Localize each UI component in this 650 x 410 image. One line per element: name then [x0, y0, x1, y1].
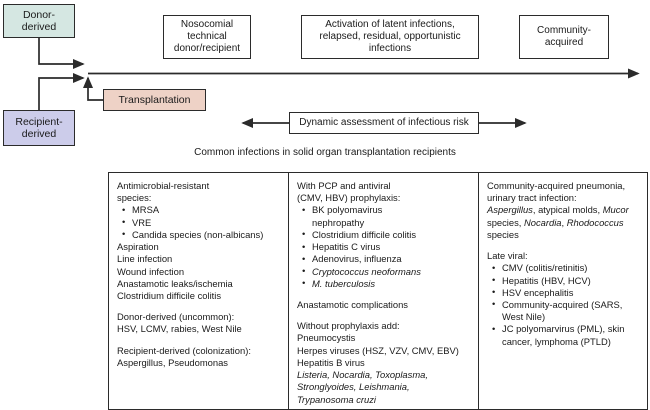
col2-bullet-hepatitis-c: Hepatitis C virus: [297, 241, 472, 253]
donor-derived-label-line2: derived: [21, 21, 57, 33]
col2-bullet-cdiff-colitis: Clostridium difficile colitis: [297, 228, 472, 241]
dynamic-assessment-label: Dynamic assessment of infectious risk: [299, 117, 469, 129]
col3-atypical-molds: , atypical molds,: [532, 204, 603, 216]
col1-heading-line2: species:: [117, 192, 152, 204]
col2-spacer-1: [297, 290, 472, 299]
col3-organisms-line1: Aspergillus, atypical molds, Mucor: [487, 204, 640, 216]
col2-parasites-line2: Stronglyoides, Leishmania,: [297, 381, 410, 393]
col2-parasites-line1: Listeria, Nocardia, Toxoplasma,: [297, 369, 428, 381]
col2-bullet-bk-polyomavirus: BK polyomavirus: [297, 204, 472, 216]
nosocomial-line2: technical: [187, 31, 227, 43]
col1-donor-derived-heading: Donor-derived (uncommon):: [117, 311, 235, 323]
recipient-derived-box[interactable]: Recipient- derived: [3, 110, 75, 146]
col1-recipient-derived-values: Aspergillus, Pseudomonas: [117, 356, 228, 368]
col2-bullet-cryptococcus: Cryptococcus neoformans: [297, 265, 472, 278]
col3-bullet-community-acquired: Community-acquired (SARS,: [487, 298, 640, 311]
col2-anastamotic-complications: Anastamotic complications: [297, 298, 408, 310]
col2-bullet-m-tuberculosis: M. tuberculosis: [297, 277, 472, 290]
activation-phase-box[interactable]: Activation of latent infections, relapse…: [301, 15, 479, 59]
nosocomial-line3: donor/recipient: [173, 42, 241, 54]
col1-item-line-infection: Line infection: [117, 253, 173, 265]
col1-item-wound-infection: Wound infection: [117, 265, 185, 277]
col3-heading-line1: Community-acquired pneumonia,: [487, 180, 626, 191]
col1-spacer-2: [117, 336, 282, 345]
community-acquired-phase-box[interactable]: Community- acquired: [519, 15, 609, 59]
activation-line2: relapsed, residual, opportunistic: [319, 31, 461, 43]
col2-heading-line1: With PCP and antiviral: [297, 180, 391, 191]
col1-spacer-1: [117, 302, 282, 311]
table-caption: Common infections in solid organ transpl…: [194, 147, 456, 158]
col2-item-herpes-viruses: Herpes viruses (HSZ, VZV, CMV, EBV): [297, 344, 459, 356]
col3-bullet-hepatitis: Hepatitis (HBV, HCV): [487, 274, 640, 287]
recipient-derived-label-line2: derived: [21, 128, 57, 140]
nosocomial-line1: Nosocomial: [180, 19, 234, 31]
col3-late-viral-heading: Late viral:: [487, 250, 528, 262]
activation-line1: Activation of latent infections,: [325, 19, 455, 31]
table-column-early-period: Antimicrobial-resistant species: MRSA VR…: [109, 173, 289, 409]
col3-organisms-line2: species, Nocardia, Rhodococcus: [487, 217, 640, 229]
table-column-late-period: Community-acquired pneumonia, urinary tr…: [479, 173, 646, 409]
col3-bullet-community-acquired-cont: West Nile): [502, 311, 546, 323]
col2-without-prophylaxis-heading: Without prophylaxis add:: [297, 320, 400, 332]
col1-donor-derived-values: HSV, LCMV, rabies, West Nile: [117, 323, 242, 335]
recipient-derived-label-line1: Recipient-: [15, 115, 63, 128]
col2-bullet-adenovirus-influenza: Adenovirus, influenza: [297, 253, 472, 265]
col1-bullet-candida: Candida species (non-albicans): [117, 228, 282, 241]
donor-derived-box[interactable]: Donor- derived: [3, 4, 75, 38]
col1-item-aspiration: Aspiration: [117, 241, 159, 253]
col3-spacer-1: [487, 241, 640, 250]
common-infections-table: Antimicrobial-resistant species: MRSA VR…: [108, 172, 648, 410]
col2-parasites-line3: Trypanosoma cruzi: [297, 393, 377, 405]
col1-bullet-vre: VRE: [117, 216, 282, 229]
col3-heading-line2: urinary tract infection:: [487, 192, 577, 204]
col3-aspergillus: Aspergillus: [487, 204, 533, 216]
transplantation-box[interactable]: Transplantation: [103, 89, 206, 111]
col1-item-anastamotic-leaks: Anastamotic leaks/ischemia: [117, 277, 233, 289]
col2-heading-line2: (CMV, HBV) prophylaxis:: [297, 192, 401, 204]
dynamic-assessment-box[interactable]: Dynamic assessment of infectious risk: [289, 112, 479, 134]
activation-line3: infections: [368, 42, 412, 54]
col1-heading-line1: Antimicrobial-resistant: [117, 180, 210, 191]
col3-species-1: species,: [487, 216, 524, 228]
nosocomial-phase-box[interactable]: Nosocomial technical donor/recipient: [163, 15, 251, 59]
donor-derived-label-line1: Donor-: [22, 8, 56, 21]
col2-item-pneumocystis: Pneumocystis: [297, 332, 356, 344]
table-column-intermediate-period: With PCP and antiviral (CMV, HBV) prophy…: [289, 173, 479, 409]
col2-bullet-bk-polyomavirus-cont: nephropathy: [312, 216, 365, 228]
col1-bullet-mrsa: MRSA: [117, 204, 282, 216]
col3-mucor: Mucor: [602, 204, 629, 216]
col3-rhodococcus: Rhodococcus: [566, 216, 624, 228]
col2-item-hepatitis-b: Hepatitis B virus: [297, 356, 365, 368]
col3-bullet-jc-polyomavirus-cont: cancer, lymphoma (PTLD): [502, 335, 611, 347]
col2-spacer-2: [297, 311, 472, 320]
community-line2: acquired: [544, 37, 584, 48]
col3-comma: ,: [561, 216, 567, 228]
col1-recipient-derived-heading: Recipient-derived (colonization):: [117, 344, 251, 356]
col1-item-cdiff-colitis: Clostridium difficile colitis: [117, 289, 222, 301]
col3-nocardia: Nocardia: [524, 216, 562, 228]
col3-bullet-cmv: CMV (colitis/retinitis): [487, 262, 640, 274]
transplantation-label: Transplantation: [118, 93, 191, 106]
col3-bullet-hsv-encephalitis: HSV encephalitis: [487, 286, 640, 299]
col3-bullet-jc-polyomavirus: JC polyomarvirus (PML), skin: [487, 323, 640, 335]
col3-organisms-line3: species: [487, 228, 519, 240]
community-line1: Community-: [537, 25, 591, 37]
